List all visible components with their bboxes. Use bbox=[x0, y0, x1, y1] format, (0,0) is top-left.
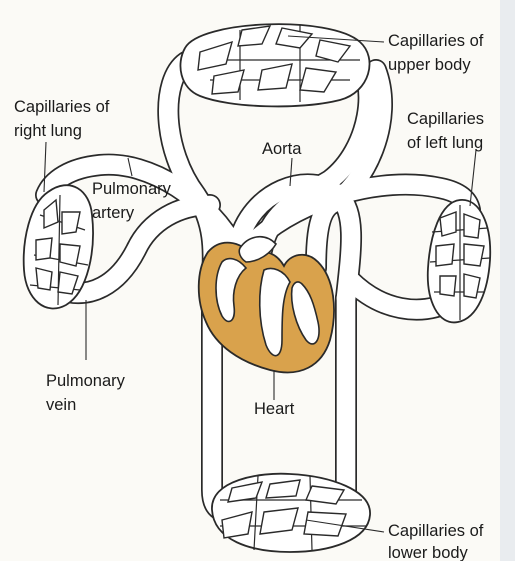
label-right-lung-line2: right lung bbox=[14, 122, 82, 140]
label-lower-body-line2: lower body bbox=[388, 544, 469, 561]
label-left-lung-line1: Capillaries bbox=[407, 110, 484, 128]
label-upper-body-line2: upper body bbox=[388, 56, 471, 74]
label-left-lung-line2: of left lung bbox=[407, 134, 483, 152]
label-pulmonary-artery-line1: Pulmonary bbox=[92, 180, 172, 198]
label-heart: Heart bbox=[254, 400, 295, 418]
label-pulmonary-artery-line2: artery bbox=[92, 204, 135, 222]
label-pulmonary-vein-line2: vein bbox=[46, 396, 76, 414]
label-upper-body-line1: Capillaries of bbox=[388, 32, 484, 50]
lower-body-capillaries bbox=[212, 474, 370, 552]
left-lung-capillaries bbox=[428, 200, 490, 323]
label-right-lung-line1: Capillaries of bbox=[14, 98, 110, 116]
upper-body-capillaries bbox=[180, 24, 369, 106]
label-lower-body-line1: Capillaries of bbox=[388, 522, 484, 540]
page-edge bbox=[500, 0, 515, 561]
label-pulmonary-vein-line1: Pulmonary bbox=[46, 372, 126, 390]
label-aorta: Aorta bbox=[262, 140, 302, 158]
